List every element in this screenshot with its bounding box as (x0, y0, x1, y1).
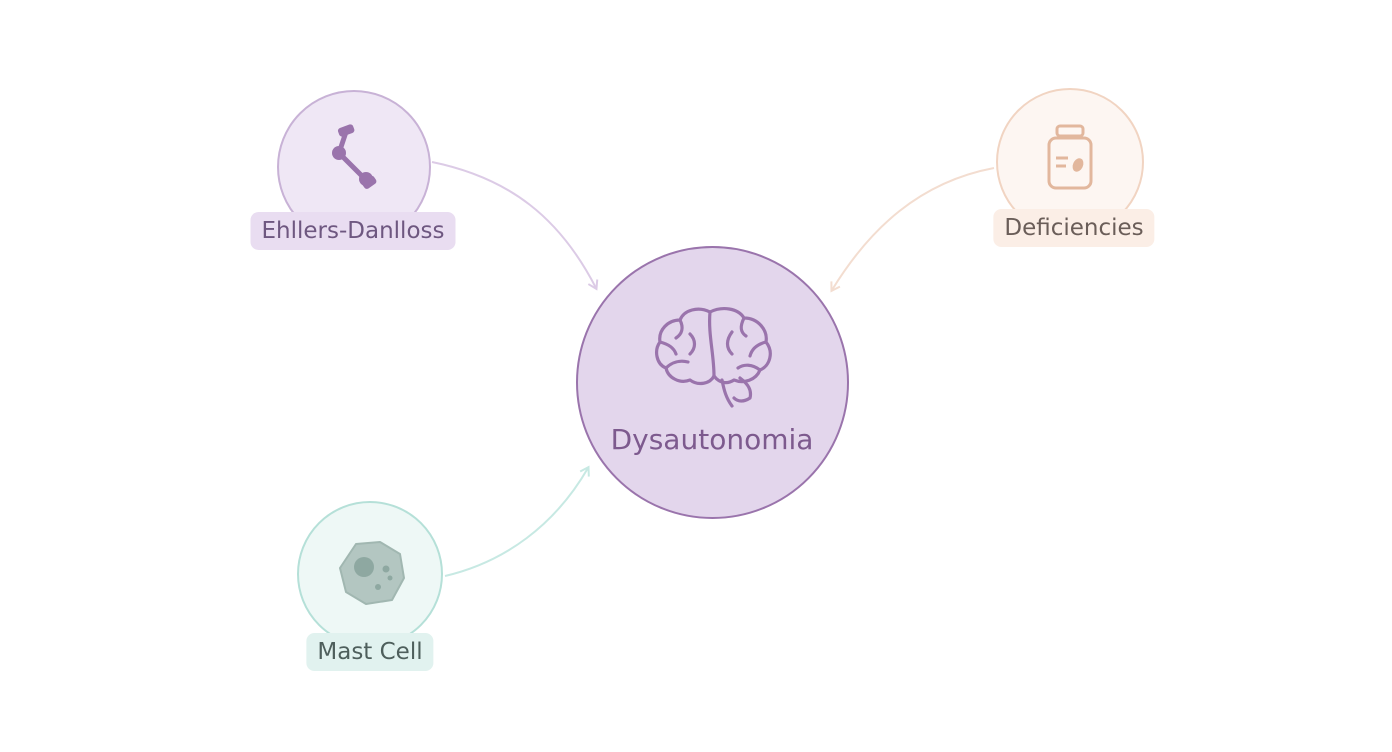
cell-icon (339, 541, 405, 605)
connector-mast-cell (444, 465, 590, 577)
node-circle-dysautonomia (576, 246, 849, 519)
node-label-dysautonomia: Dysautonomia (610, 423, 814, 456)
node-label-ehlers-danlos: Ehllers-Danlloss (250, 212, 456, 250)
node-label-mast-cell: Mast Cell (306, 633, 434, 671)
connector-deficiencies (830, 167, 995, 293)
node-label-deficiencies: Deficiencies (993, 209, 1155, 247)
bone-icon (332, 124, 377, 189)
supplement-bottle-icon (1047, 124, 1093, 190)
connector-ehlers-danlos (431, 161, 599, 291)
brain-icon (655, 307, 772, 408)
